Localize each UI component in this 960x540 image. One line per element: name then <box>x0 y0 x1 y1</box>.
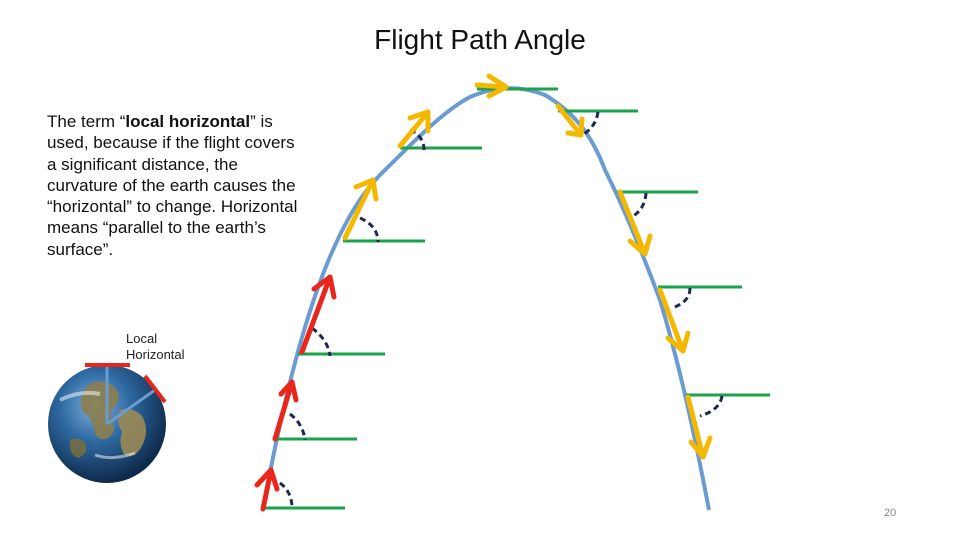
velocity-arrows-level <box>342 73 713 460</box>
earth-cloud-1 <box>59 390 101 402</box>
angle-arc-1 <box>279 481 294 509</box>
earth-globe-icon <box>48 363 167 483</box>
angle-arc-3 <box>311 326 332 357</box>
earth-cloud-2 <box>94 451 136 460</box>
velocity-arrow-3 <box>299 274 337 355</box>
angle-arc-9 <box>671 287 692 310</box>
velocity-arrow-2 <box>272 379 299 442</box>
slide-title: Flight Path Angle <box>374 24 586 55</box>
local-horizontal-label: Local Horizontal <box>126 331 185 362</box>
angle-arc-10 <box>699 395 724 418</box>
earth-radius-side <box>106 388 156 426</box>
earth-local-horizontal-side <box>143 374 167 404</box>
description-text: The term “local horizontal” is used, bec… <box>47 111 307 260</box>
slide-number: 20 <box>884 507 897 519</box>
velocity-arrow-7 <box>555 103 585 138</box>
velocity-arrow-9 <box>657 287 691 354</box>
angle-arc-8 <box>629 192 648 220</box>
earth-land-small <box>69 438 87 458</box>
angle-arc-4 <box>359 216 380 243</box>
earth-land-americas <box>80 381 119 440</box>
velocity-arrow-5 <box>397 109 431 149</box>
velocity-arrow-8 <box>617 189 653 257</box>
description-text-before: The term “ <box>47 112 126 131</box>
description-text-after: ” is used, because if the flight covers … <box>47 112 298 259</box>
velocity-arrow-1 <box>254 467 280 512</box>
velocity-arrow-6 <box>474 73 509 99</box>
description-bold-term: local horizontal <box>125 112 251 131</box>
flight-path-angle-arcs <box>279 111 724 509</box>
velocity-arrow-10 <box>685 394 713 460</box>
angle-arc-7 <box>583 111 600 136</box>
velocity-arrow-4 <box>342 177 379 241</box>
flight-trajectory-curve <box>261 86 711 511</box>
angle-arc-2 <box>289 412 307 441</box>
local-horizontal-lines <box>263 87 770 510</box>
earth-land-africa <box>118 408 146 456</box>
velocity-arrows-climb <box>254 274 337 512</box>
